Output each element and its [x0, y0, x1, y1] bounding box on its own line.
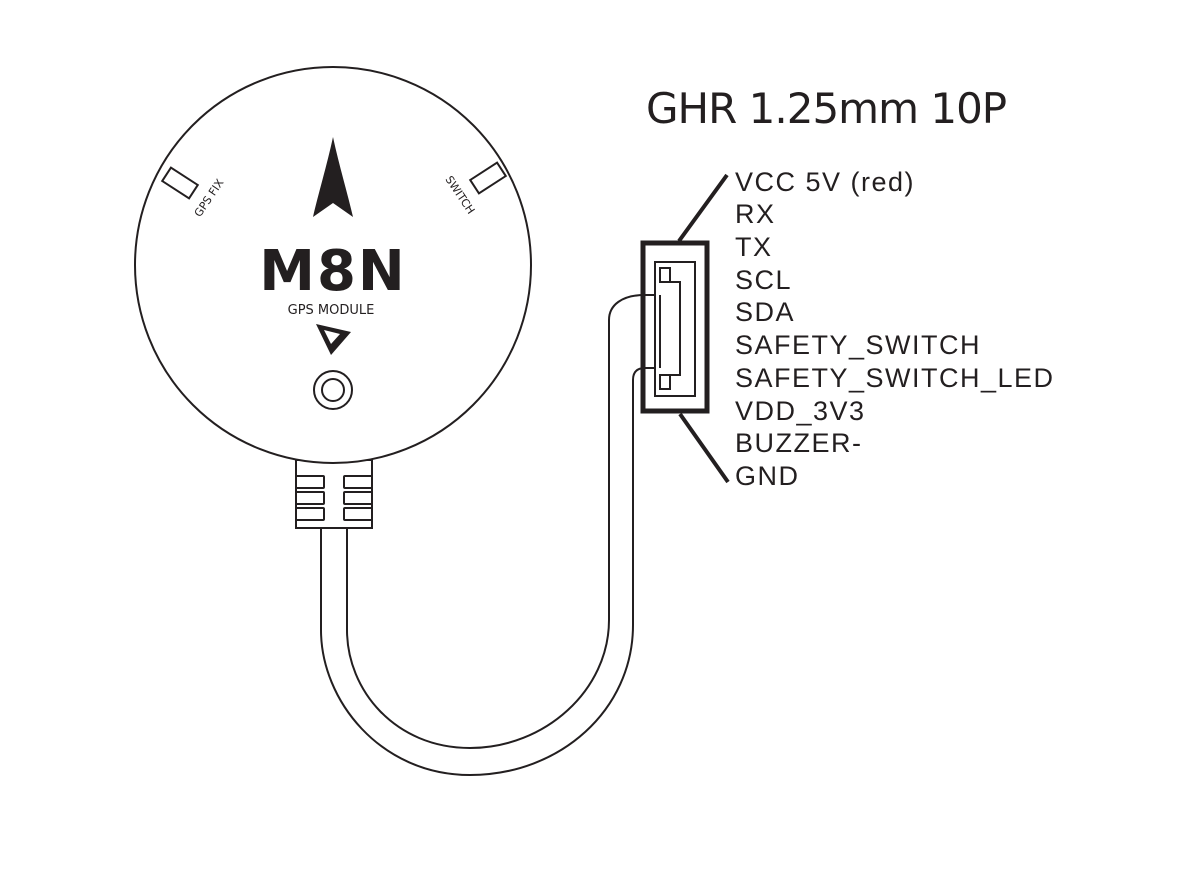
- pin-label: VDD_3V3: [735, 396, 866, 426]
- pin-label-list: VCC 5V (red) RX TX SCL SDA SAFETY_SWITCH…: [735, 167, 1055, 491]
- pin-label: GND: [735, 461, 800, 491]
- pin-label: VCC 5V (red): [735, 167, 915, 197]
- brand-logo-icon: [316, 324, 351, 355]
- pin-label: RX: [735, 199, 776, 229]
- connector-housing: [640, 240, 710, 414]
- north-arrow-icon: [313, 137, 353, 217]
- pin-label: BUZZER-: [735, 428, 863, 458]
- pin-label: SCL: [735, 265, 792, 295]
- connector-title: GHR 1.25mm 10P: [646, 84, 1006, 133]
- pin-leader-lines: [677, 173, 730, 484]
- model-name: M8N: [259, 239, 407, 304]
- pin-label: SDA: [735, 297, 795, 327]
- module-body: [134, 66, 532, 464]
- pin-label: TX: [735, 232, 773, 262]
- safety-button-icon: [313, 370, 353, 410]
- pin-label: SAFETY_SWITCH_LED: [735, 363, 1055, 393]
- module-subtitle: GPS MODULE: [288, 303, 375, 318]
- pin-label: SAFETY_SWITCH: [735, 330, 981, 360]
- strain-relief: [295, 459, 373, 529]
- cable: [320, 294, 655, 777]
